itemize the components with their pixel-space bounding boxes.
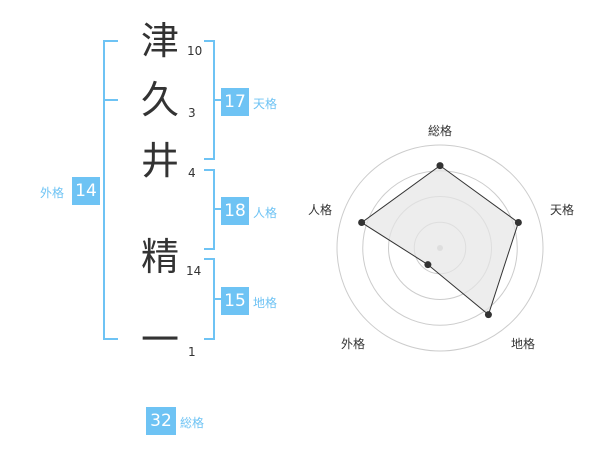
gaikaku-bracket xyxy=(103,40,118,340)
stroke-count-4: 14 xyxy=(186,264,202,278)
soukaku-score: 32 xyxy=(146,407,176,435)
name-char-1: 津 xyxy=(140,19,179,63)
radar-point-1 xyxy=(436,162,444,170)
radar-axis-label-tenkaku: 天格 xyxy=(550,203,575,217)
tenkaku-score: 17 xyxy=(221,88,249,116)
jinkaku-score: 18 xyxy=(221,197,249,225)
radar-axis-label-chikaku: 地格 xyxy=(511,337,536,351)
radar-axis-label-jinkaku: 人格 xyxy=(308,203,333,217)
name-char-3: 井 xyxy=(140,139,179,183)
chikaku-score: 15 xyxy=(221,287,249,315)
gaikaku-score: 14 xyxy=(72,177,100,205)
radar-point-2 xyxy=(514,219,522,227)
radar-ring xyxy=(336,144,544,352)
tenkaku-label: 天格 xyxy=(253,97,278,111)
stroke-count-5: 1 xyxy=(188,345,196,359)
jinkaku-label: 人格 xyxy=(253,206,278,220)
gaikaku-label: 外格 xyxy=(40,186,65,200)
radar-point-4 xyxy=(424,261,432,269)
name-char-5: 一 xyxy=(140,318,179,362)
name-char-2: 久 xyxy=(140,78,179,122)
radar-axis-label-gaikaku: 外格 xyxy=(341,337,366,351)
stroke-count-2: 3 xyxy=(188,106,196,120)
chikaku-label: 地格 xyxy=(253,296,278,310)
radar-point-3 xyxy=(484,311,492,319)
radar-polygon xyxy=(360,164,519,316)
radar-point-5 xyxy=(358,219,366,227)
stroke-count-1: 10 xyxy=(187,44,203,58)
stroke-count-3: 4 xyxy=(188,166,196,180)
soukaku-label: 総格 xyxy=(180,416,205,430)
name-char-4: 精 xyxy=(140,235,179,279)
radar-axis-label-soukaku: 総格 xyxy=(428,124,453,138)
